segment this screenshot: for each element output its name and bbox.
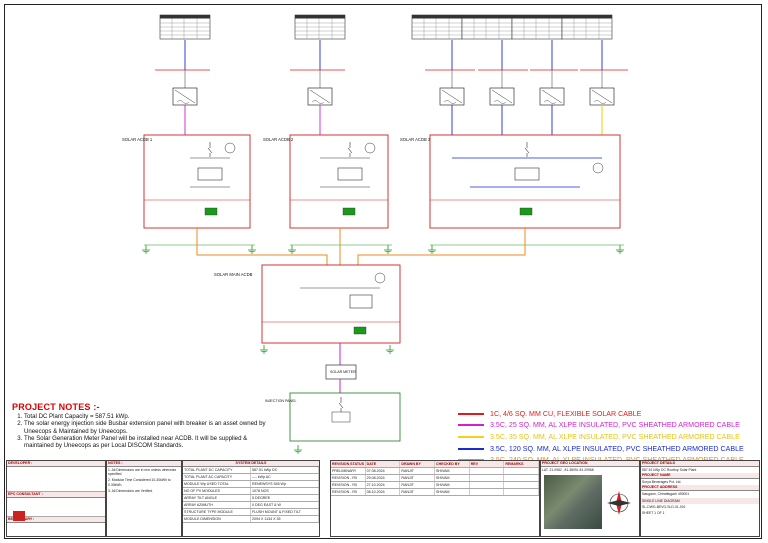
notes-item: 2. Modular Time Considered 10-30kWh to 0…: [108, 478, 171, 487]
beneficiary-logo: [13, 511, 25, 521]
injection-panel-label: INJECTION PANEL: [265, 399, 296, 403]
project-details-box: PROJECT DETAILS 587.51 kWp DC Rooftop So…: [640, 460, 760, 537]
developer-box: DEVELOPER : EPC CONSULTANT : BENEFICIARY…: [6, 460, 106, 537]
acdb-2: [289, 134, 389, 229]
legend-row: 3.5C, 120 SQ. MM, AL XLPE INSULATED, PVC…: [458, 443, 758, 455]
epc-heading: EPC CONSULTANT :: [7, 492, 105, 498]
project-title: 587.51 kWp DC Rooftop Solar Plant: [642, 468, 697, 472]
legend-row: 3.5C, 25 SQ. MM, AL XLPE INSULATED, PVC …: [458, 420, 758, 432]
project-notes-title: PROJECT NOTES :-: [12, 402, 100, 412]
inverters: [172, 87, 615, 106]
solar-meter-label: SOLAR METER: [330, 370, 356, 374]
notes-box: NOTES : 1. All Dimensions are in mm unle…: [106, 460, 182, 537]
legend-label: 3.5C, 25 SQ. MM, AL XLPE INSULATED, PVC …: [490, 421, 740, 430]
legend-swatch: [458, 435, 484, 438]
inverter-spec-table-1: [159, 14, 211, 40]
geo-location-heading: PROJECT GEO LOCATION: [541, 461, 639, 467]
legend-label: 1C, 4/6 SQ. MM CU, FLEXIBLE SOLAR CABLE: [490, 409, 642, 418]
project-address: Naugaon, Chhattisgarh 493001: [642, 492, 690, 497]
title-block: DEVELOPER : EPC CONSULTANT : BENEFICIARY…: [6, 460, 760, 537]
project-name: Surya Beverages Pvt. Ltd.: [642, 480, 682, 485]
legend-label: 3.5C, 120 SQ. MM, AL XLPE INSULATED, PVC…: [490, 444, 744, 453]
cable-legend: 1C, 4/6 SQ. MM CU, FLEXIBLE SOLAR CABLE …: [458, 408, 758, 466]
project-address-heading: PROJECT ADDRESS: [641, 485, 759, 492]
inverter-spec-table-2: [294, 14, 346, 40]
notes-item: 1. All Dimensions are in mm unless other…: [108, 468, 177, 477]
system-row: TOTAL PLANT AC CAPACITY---- kWp AC: [183, 474, 319, 481]
legend-row: 3.5C, 35 SQ. MM, AL XLPE INSULATED, PVC …: [458, 431, 758, 443]
main-acdb-label: SOLAR MAIN ACDB: [214, 272, 253, 277]
acdb-3-label: SOLAR ACDB 3: [400, 137, 431, 142]
drawing-sheet: [4, 4, 762, 539]
legend-swatch: [458, 424, 484, 427]
main-acdb: [261, 264, 401, 344]
legend-swatch: [458, 412, 484, 415]
notes-item: 3. All Dimensions are Verified.: [108, 488, 154, 493]
compass-icon: [607, 491, 631, 515]
system-heading: SYSTEM DETAILS: [183, 461, 319, 467]
drawing-number: SL-DWG-BEVG-SLD-01-001: [642, 504, 686, 509]
note-item: The solar energy injection side Busbar e…: [24, 420, 274, 434]
legend-row: 1C, 4/6 SQ. MM CU, FLEXIBLE SOLAR CABLE: [458, 408, 758, 420]
drawing-title: SINGLE LINE DIAGRAM: [641, 497, 759, 504]
project-notes: PROJECT NOTES :- Total DC Plant Capacity…: [12, 402, 274, 449]
project-details-heading: PROJECT DETAILS: [641, 461, 759, 467]
injection-panel: [289, 392, 401, 442]
sheet-number: SHEET 1 OF 1: [642, 511, 665, 516]
inverter-spec-table-3: [411, 14, 613, 40]
acdb-1-label: SOLAR ACDB 1: [122, 137, 153, 142]
legend-label: 3.5C, 35 SQ. MM, AL XLPE INSULATED, PVC …: [490, 432, 740, 441]
note-item: The Solar Generation Meter Panel will be…: [24, 435, 274, 449]
legend-swatch: [458, 447, 484, 450]
geo-location-box: PROJECT GEO LOCATION LAT. 21.0982 , 81.3…: [540, 460, 640, 537]
site-aerial-image: [544, 475, 602, 529]
acdb-1: [143, 134, 251, 229]
developer-heading: DEVELOPER :: [7, 461, 105, 467]
pv-string-feeds: [184, 40, 603, 70]
note-item: Total DC Plant Capacity = 587.51 kWp.: [24, 413, 274, 420]
acdb-3: [429, 134, 621, 229]
acdb-2-label: SOLAR ACDB 2: [263, 137, 294, 142]
geo-coords: LAT. 21.0982 , 81.3809L 81.20968: [542, 468, 594, 472]
project-name-heading: PROJECT NAME: [641, 473, 759, 480]
solar-meter: [325, 364, 357, 380]
notes-heading: NOTES :: [107, 461, 181, 467]
